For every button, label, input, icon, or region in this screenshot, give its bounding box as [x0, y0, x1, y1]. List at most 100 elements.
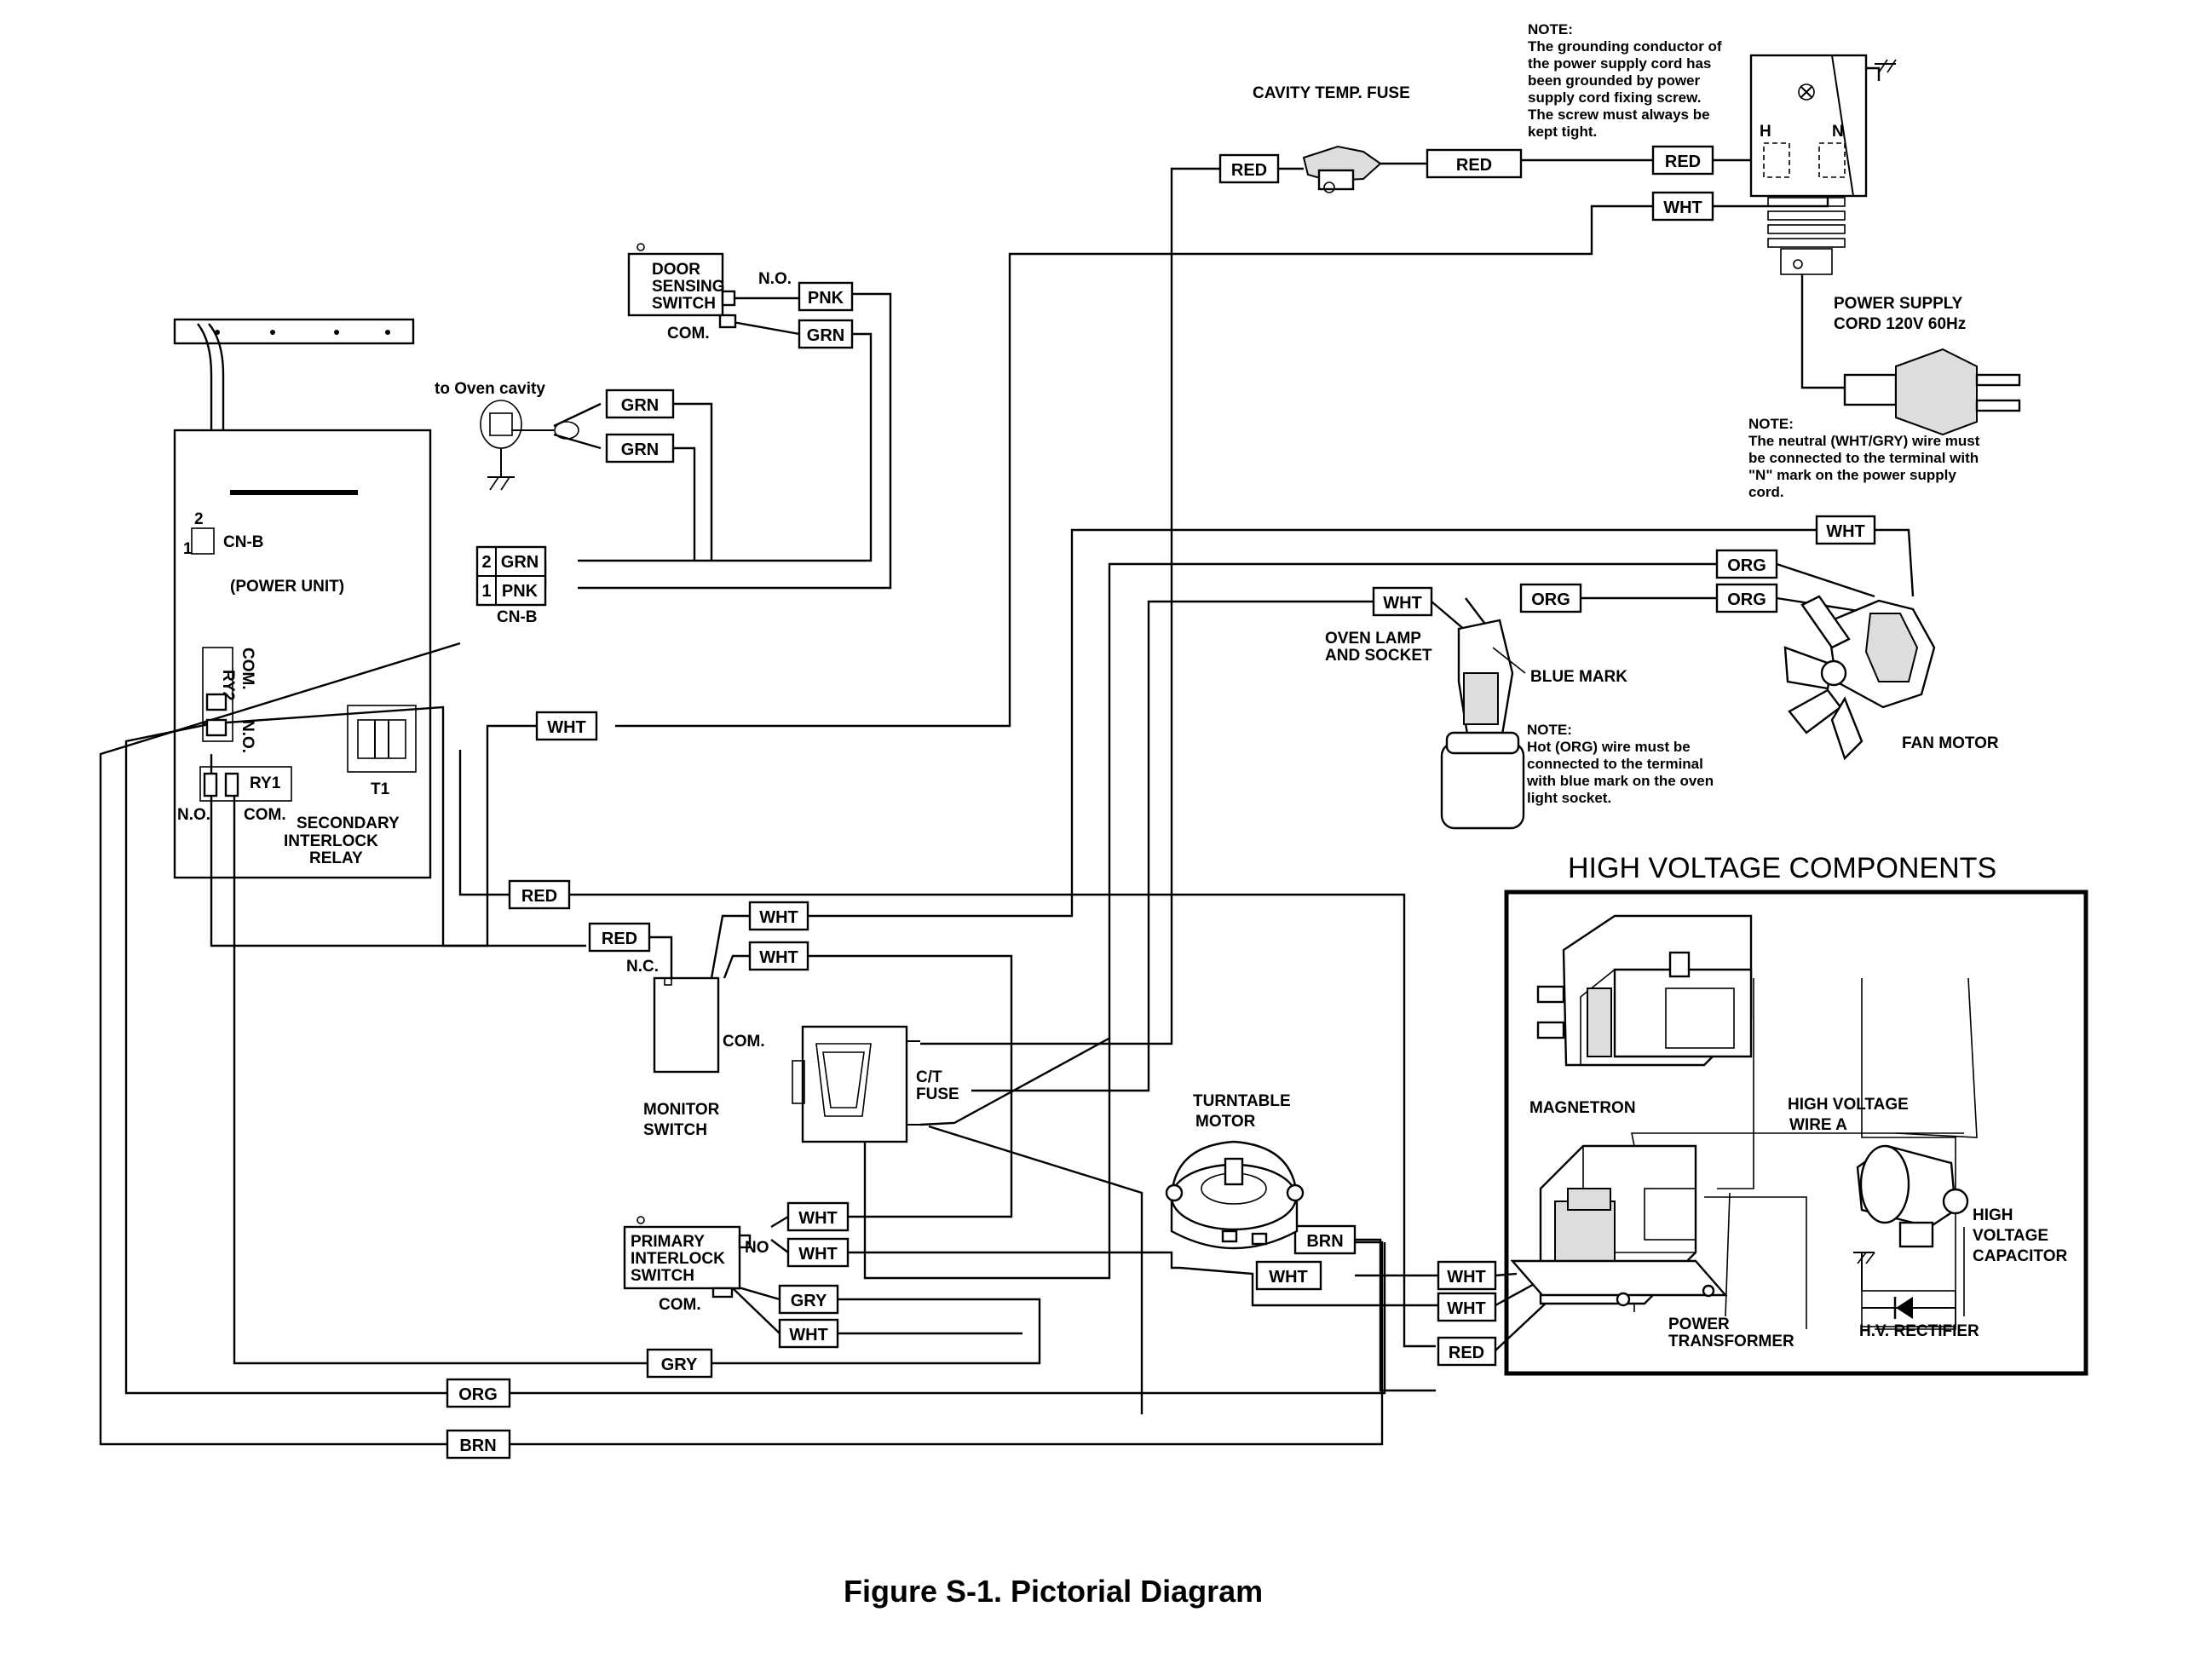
svg-text:INTERLOCK: INTERLOCK: [284, 832, 378, 850]
oven-lamp-socket: OVEN LAMP AND SOCKET BLUE MARK: [1325, 619, 1627, 830]
svg-text:H.V. RECTIFIER: H.V. RECTIFIER: [1859, 1322, 1979, 1340]
svg-text:RED: RED: [1665, 153, 1701, 171]
svg-text:SENSING: SENSING: [652, 278, 725, 296]
svg-text:WHT: WHT: [1447, 1299, 1486, 1318]
svg-text:POWER SUPPLY: POWER SUPPLY: [1834, 295, 1963, 313]
wire-tag-wht-mon-1: WHT: [748, 901, 809, 931]
svg-text:TRANSFORMER: TRANSFORMER: [1668, 1333, 1794, 1350]
svg-text:ORG: ORG: [1727, 556, 1766, 575]
svg-text:RELAY: RELAY: [309, 849, 363, 867]
svg-text:CORD 120V 60Hz: CORD 120V 60Hz: [1834, 315, 1966, 333]
wire-tag-wht-pri-3: WHT: [778, 1318, 839, 1349]
wire-tag-wht-tt: WHT: [1255, 1260, 1322, 1291]
svg-text:PNK: PNK: [502, 582, 539, 601]
svg-text:N.C.: N.C.: [626, 958, 659, 976]
svg-text:MAGNETRON: MAGNETRON: [1529, 1099, 1636, 1117]
svg-text:to Oven cavity: to Oven cavity: [435, 380, 545, 398]
svg-text:WIRE A: WIRE A: [1789, 1116, 1847, 1134]
svg-text:WHT: WHT: [1826, 522, 1865, 541]
svg-text:CN-B: CN-B: [223, 533, 264, 551]
svg-text:GRN: GRN: [621, 396, 659, 415]
svg-text:COM.: COM.: [239, 648, 256, 690]
svg-text:MONITOR: MONITOR: [643, 1101, 720, 1119]
svg-text:N.O.: N.O.: [758, 270, 792, 288]
wire-tag-org-lamp: ORG: [1519, 583, 1582, 613]
svg-text:SWITCH: SWITCH: [631, 1267, 694, 1285]
svg-text:TURNTABLE: TURNTABLE: [1193, 1092, 1291, 1110]
svg-text:SWITCH: SWITCH: [643, 1121, 707, 1139]
wire-tag-grn-1: GRN: [798, 319, 854, 349]
wire-tag-red-tr: RED: [1437, 1336, 1497, 1367]
svg-text:with blue mark on the oven: with blue mark on the oven: [1526, 773, 1714, 789]
wire-tag-wht-tr-2: WHT: [1437, 1292, 1497, 1322]
svg-text:connected to the terminal: connected to the terminal: [1527, 756, 1703, 772]
svg-text:BRN: BRN: [1306, 1232, 1343, 1251]
svg-text:NOTE:: NOTE:: [1527, 722, 1572, 738]
wire-tag-gry-1: GRY: [778, 1284, 839, 1315]
svg-text:cord.: cord.: [1748, 484, 1784, 500]
svg-text:WHT: WHT: [1447, 1268, 1486, 1287]
wire-tag-wht-pri-2: WHT: [786, 1237, 850, 1268]
wire-tag-wht-mon-2: WHT: [748, 941, 809, 971]
wire-tag-org-bottom: ORG: [446, 1378, 511, 1408]
svg-text:DOOR: DOOR: [652, 261, 700, 279]
svg-text:kept tight.: kept tight.: [1528, 124, 1597, 140]
svg-text:PRIMARY: PRIMARY: [631, 1233, 705, 1251]
svg-text:PNK: PNK: [808, 289, 844, 308]
wire-tag-red-mon: RED: [588, 922, 651, 953]
svg-text:POWER: POWER: [1668, 1316, 1730, 1333]
svg-text:VOLTAGE: VOLTAGE: [1973, 1227, 2048, 1245]
svg-text:CAPACITOR: CAPACITOR: [1973, 1247, 2067, 1265]
svg-text:SECONDARY: SECONDARY: [297, 815, 400, 832]
ct-fuse: C/T FUSE: [792, 1025, 1143, 1414]
wire-tag-org-fan-1: ORG: [1715, 549, 1778, 579]
svg-text:GRY: GRY: [791, 1292, 827, 1310]
svg-text:WHT: WHT: [759, 908, 798, 927]
wire-tag-red-3: RED: [1651, 145, 1714, 176]
wire-tag-wht-tr-1: WHT: [1437, 1260, 1497, 1291]
svg-text:SWITCH: SWITCH: [652, 295, 716, 313]
svg-text:RED: RED: [1449, 1344, 1484, 1362]
wire-tag-org-fan-2: ORG: [1715, 583, 1778, 613]
power-cord-connector: H N POWER SUPPLY CORD 120V 60Hz: [1749, 54, 2021, 436]
wire-tag-grn-2: GRN: [605, 389, 675, 419]
svg-text:AND SOCKET: AND SOCKET: [1325, 647, 1432, 665]
wire-tag-brn-tt: BRN: [1293, 1224, 1357, 1255]
wire-tag-brn-bottom: BRN: [446, 1429, 511, 1460]
svg-text:WHT: WHT: [1269, 1268, 1308, 1287]
wire-tag-wht-fan: WHT: [1815, 515, 1876, 545]
svg-text:NOTE:: NOTE:: [1748, 416, 1794, 432]
power-unit: CN-B 1 2 (POWER UNIT) RY2 COM. N.O. RY1 …: [173, 318, 432, 879]
wire-tag-wht-pri-1: WHT: [786, 1201, 850, 1232]
svg-text:WHT: WHT: [759, 948, 798, 967]
svg-text:GRN: GRN: [807, 326, 844, 345]
svg-text:the power supply cord has: the power supply cord has: [1528, 55, 1711, 72]
svg-text:GRN: GRN: [621, 440, 659, 459]
wire-tag-grn-3: GRN: [605, 433, 675, 464]
svg-text:CAVITY TEMP. FUSE: CAVITY TEMP. FUSE: [1253, 84, 1410, 102]
svg-text:RY2: RY2: [219, 670, 237, 700]
wire-tag-gry-2: GRY: [646, 1348, 713, 1379]
svg-text:RED: RED: [1456, 156, 1492, 175]
svg-text:RED: RED: [602, 930, 637, 948]
svg-text:WHT: WHT: [1383, 594, 1422, 613]
svg-text:"N" mark on the power supply: "N" mark on the power supply: [1748, 467, 1956, 483]
svg-text:COM.: COM.: [723, 1033, 765, 1051]
svg-text:ORG: ORG: [458, 1385, 498, 1404]
svg-text:(POWER UNIT): (POWER UNIT): [230, 578, 344, 596]
svg-text:WHT: WHT: [789, 1326, 828, 1344]
svg-text:T1: T1: [371, 780, 390, 798]
svg-text:NOTE:: NOTE:: [1528, 21, 1573, 37]
svg-text:WHT: WHT: [1663, 199, 1702, 217]
svg-text:be connected to the terminal w: be connected to the terminal with: [1748, 450, 1979, 466]
svg-text:WHT: WHT: [798, 1209, 838, 1228]
svg-text:FUSE: FUSE: [916, 1085, 959, 1103]
svg-text:Hot (ORG) wire must be: Hot (ORG) wire must be: [1527, 739, 1691, 755]
svg-text:RED: RED: [521, 887, 557, 906]
note-neutral: NOTE: The neutral (WHT/GRY) wire must be…: [1748, 416, 1980, 500]
svg-text:The grounding conductor of: The grounding conductor of: [1528, 38, 1722, 55]
svg-text:N: N: [1832, 123, 1844, 141]
wire-tag-red-long: RED: [508, 879, 571, 910]
svg-text:light socket.: light socket.: [1527, 790, 1611, 806]
